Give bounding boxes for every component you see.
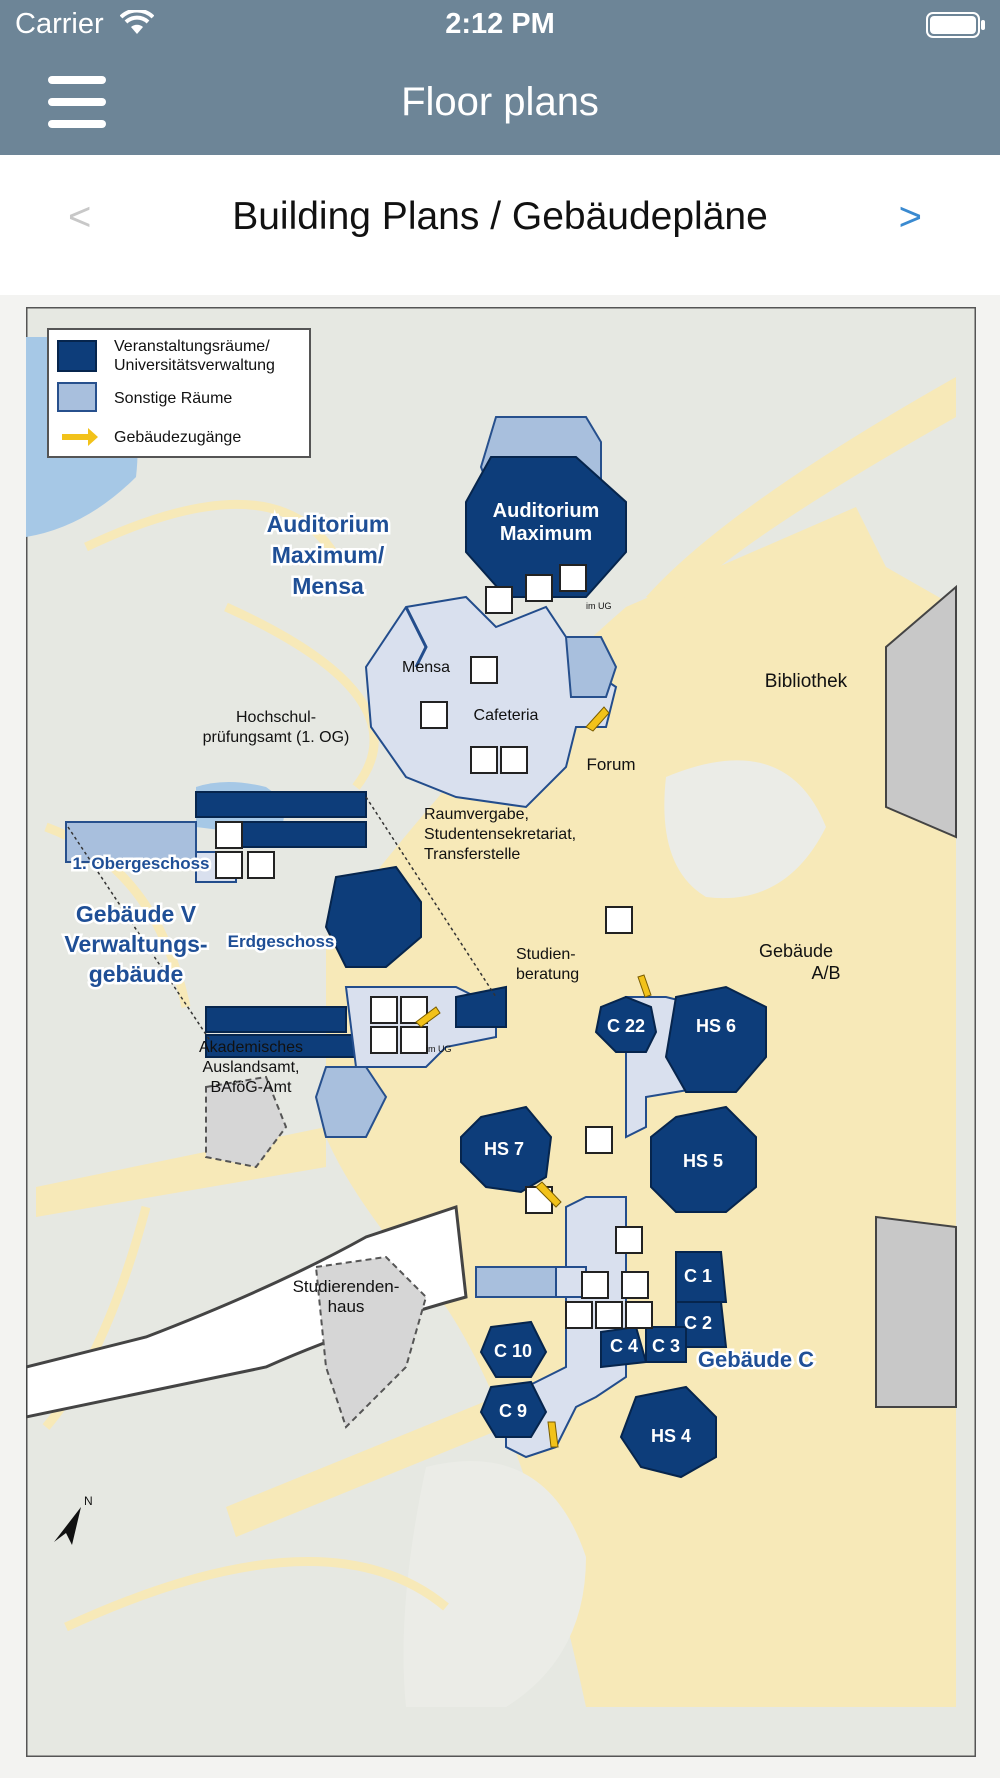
gebaeude-ab-label: Gebäude [759, 941, 833, 961]
mensa-label: Mensa [402, 659, 450, 676]
hamburger-menu-icon[interactable] [44, 72, 110, 132]
cafeteria-label: Cafeteria [474, 707, 539, 724]
wifi-icon [120, 10, 154, 34]
room-c4[interactable]: C 4 [610, 1336, 638, 1356]
obergeschoss-label: 1. Obergeschoss [72, 854, 209, 873]
plan-title: Building Plans / Gebäudepläne [232, 195, 768, 238]
gebaeude-v-label: Verwaltungs- [64, 931, 207, 957]
im-ug-label: im UG [586, 601, 612, 611]
studierendenhaus-building [314, 1255, 428, 1429]
lecture-halls[interactable] [460, 985, 767, 1479]
room-hs7[interactable]: HS 7 [484, 1139, 524, 1159]
room-c22[interactable]: C 22 [607, 1016, 645, 1036]
map-legend: Veranstaltungsräume/ Universitätsverwalt… [47, 328, 311, 458]
next-plan-button[interactable]: > [898, 195, 922, 239]
room-c2[interactable]: C 2 [684, 1313, 712, 1333]
akad-label: BAföG-Amt [211, 1079, 292, 1096]
status-bar: Carrier 2:12 PM [0, 0, 1000, 50]
hochschul-label: prüfungsamt (1. OG) [203, 729, 350, 746]
north-arrow-icon: N [54, 1494, 93, 1545]
erdgeschoss-label: Erdgeschoss [228, 932, 335, 951]
audimax-area-label: Mensa [292, 573, 364, 599]
legend-label: Sonstige Räume [114, 390, 232, 407]
audimax-area-label: Auditorium [267, 511, 390, 537]
room-c9[interactable]: C 9 [499, 1401, 527, 1421]
status-time: 2:12 PM [445, 8, 555, 40]
room-c10[interactable]: C 10 [494, 1341, 532, 1361]
facility-icons [215, 564, 653, 1329]
library-building [885, 584, 957, 839]
page-title: Floor plans [401, 80, 599, 124]
green-area [664, 760, 826, 899]
building-ab [875, 1215, 957, 1408]
room-c3[interactable]: C 3 [652, 1336, 680, 1356]
battery-icon [926, 12, 985, 38]
audimax-building[interactable] [364, 416, 627, 809]
im-ug-label: im UG [426, 1044, 452, 1054]
raumvergabe-label: Raumvergabe, [424, 806, 529, 823]
studierendenhaus-label: Studierenden- [293, 1277, 400, 1296]
akad-label: Akademisches [199, 1039, 303, 1056]
entrance-arrows [415, 706, 652, 1448]
gebaeude-v-label: gebäude [89, 961, 184, 987]
studienberatung-label: Studien- [516, 946, 576, 963]
map-viewport[interactable]: Auditorium Maximum [0, 295, 1000, 1778]
campus-floor-plan[interactable]: Auditorium Maximum [26, 307, 976, 1757]
plan-pager: < Building Plans / Gebäudepläne > [0, 155, 1000, 295]
studienberatung-label: beratung [516, 966, 579, 983]
legend-label: Gebäudezugänge [114, 429, 241, 446]
raumvergabe-label: Studentensekretariat, [424, 826, 576, 843]
carrier-label: Carrier [15, 8, 104, 40]
akad-building [205, 1075, 288, 1169]
audimax-room-label: Auditorium [493, 500, 600, 522]
navigation-bar: Floor plans [0, 50, 1000, 155]
audimax-room-label: Maximum [500, 523, 592, 545]
guide-lines [67, 796, 497, 1043]
studierendenhaus-label: haus [328, 1297, 365, 1316]
legend-label: Universitätsverwaltung [114, 357, 275, 374]
audimax-area-label: Maximum/ [272, 542, 385, 568]
hochschul-label: Hochschul- [236, 709, 316, 726]
gebaeude-v-label: Gebäude V [76, 901, 197, 927]
gebaeude-ab-label: A/B [811, 963, 840, 983]
akad-label: Auslandsamt, [203, 1059, 300, 1076]
room-hs5[interactable]: HS 5 [683, 1151, 723, 1171]
svg-text:N: N [84, 1494, 93, 1508]
green-area [403, 1461, 586, 1707]
room-c1[interactable]: C 1 [684, 1266, 712, 1286]
road [26, 1204, 468, 1419]
room-hs4[interactable]: HS 4 [651, 1426, 691, 1446]
gebaeude-c-label: Gebäude C [698, 1347, 814, 1372]
forum-label: Forum [586, 755, 635, 774]
raumvergabe-label: Transferstelle [424, 846, 520, 863]
previous-plan-button[interactable]: < [68, 195, 92, 239]
room-hs6[interactable]: HS 6 [696, 1016, 736, 1036]
legend-label: Veranstaltungsräume/ [114, 338, 270, 355]
bibliothek-label: Bibliothek [765, 671, 848, 692]
